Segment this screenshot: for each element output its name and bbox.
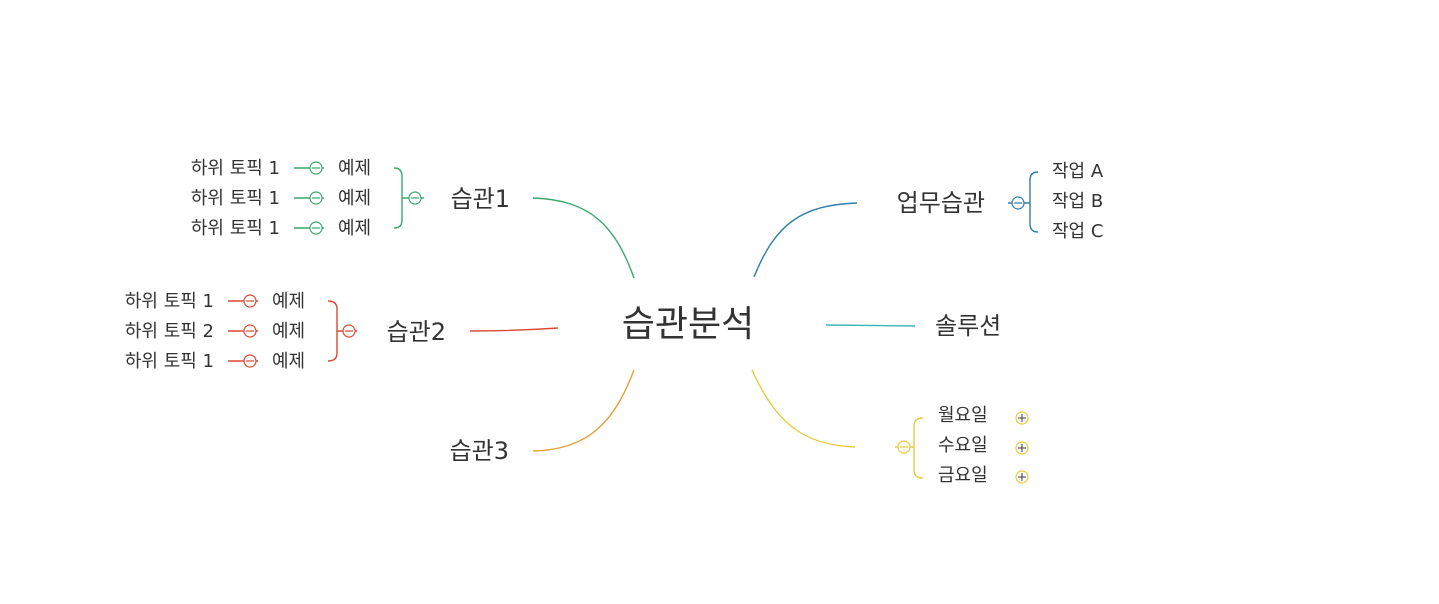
- connector-habit3: [532, 369, 635, 452]
- branch-work[interactable]: 업무습관: [897, 189, 985, 217]
- bracket-work: [1029, 171, 1039, 233]
- root-topic[interactable]: 습관분석: [622, 304, 754, 345]
- collapse-circle-icon[interactable]: [408, 191, 422, 205]
- habit1-example-3[interactable]: 예제: [338, 218, 371, 239]
- work-task-a[interactable]: 작업 A: [1052, 161, 1104, 182]
- day-monday[interactable]: 월요일: [938, 405, 988, 426]
- connector-solution: [825, 324, 916, 327]
- habit1-topic-1[interactable]: 하위 토픽 1: [191, 158, 280, 179]
- work-task-b[interactable]: 작업 B: [1052, 191, 1103, 212]
- collapse-circle-icon[interactable]: [243, 354, 257, 368]
- habit1-topic-3[interactable]: 하위 토픽 1: [191, 218, 280, 239]
- habit2-example-2[interactable]: 예제: [272, 321, 305, 342]
- collapse-circle-icon[interactable]: [309, 221, 323, 235]
- collapse-circle-icon[interactable]: [897, 440, 911, 454]
- habit2-topic-3[interactable]: 하위 토픽 1: [125, 351, 214, 372]
- bracket-habit2: [327, 300, 338, 362]
- collapse-circle-icon[interactable]: [243, 324, 257, 338]
- branch-habit1[interactable]: 습관1: [451, 185, 510, 213]
- branch-solution[interactable]: 솔루션: [935, 312, 1001, 340]
- collapse-circle-icon[interactable]: [243, 294, 257, 308]
- habit1-example-1[interactable]: 예제: [338, 158, 371, 179]
- expand-circle-icon[interactable]: [1015, 411, 1029, 425]
- habit2-topic-1[interactable]: 하위 토픽 1: [125, 291, 214, 312]
- work-task-c[interactable]: 작업 C: [1052, 221, 1103, 242]
- connector-days: [751, 369, 856, 448]
- habit2-topic-2[interactable]: 하위 토픽 2: [125, 321, 214, 342]
- bracket-days: [913, 417, 924, 479]
- habit1-example-2[interactable]: 예제: [338, 188, 371, 209]
- connector-work: [753, 202, 858, 278]
- habit2-example-1[interactable]: 예제: [272, 291, 305, 312]
- day-friday[interactable]: 금요일: [938, 465, 988, 486]
- connector-habit1: [532, 197, 635, 279]
- branch-habit2[interactable]: 습관2: [387, 318, 446, 346]
- branch-habit3[interactable]: 습관3: [450, 437, 509, 465]
- habit2-example-3[interactable]: 예제: [272, 351, 305, 372]
- connector-habit2: [469, 327, 559, 332]
- expand-circle-icon[interactable]: [1015, 441, 1029, 455]
- collapse-circle-icon[interactable]: [309, 161, 323, 175]
- collapse-circle-icon[interactable]: [1011, 196, 1025, 210]
- day-wednesday[interactable]: 수요일: [938, 435, 988, 456]
- collapse-circle-icon[interactable]: [309, 191, 323, 205]
- expand-circle-icon[interactable]: [1015, 470, 1029, 484]
- collapse-circle-icon[interactable]: [342, 324, 356, 338]
- habit1-topic-2[interactable]: 하위 토픽 1: [191, 188, 280, 209]
- bracket-habit1: [393, 167, 403, 229]
